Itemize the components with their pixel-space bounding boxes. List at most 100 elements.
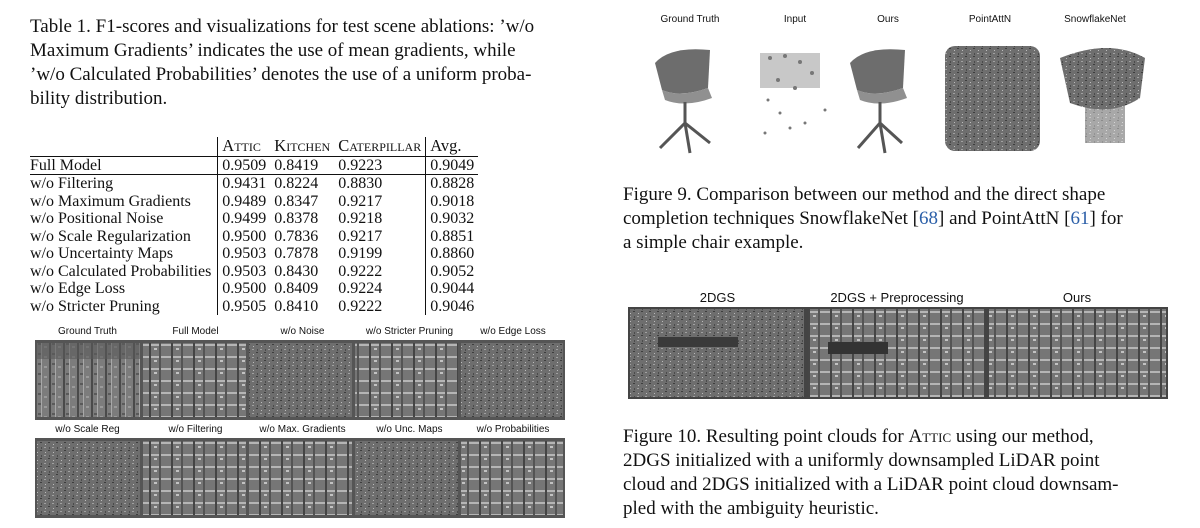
cell: 0.7878 <box>274 245 319 262</box>
ref-snowflakenet-link[interactable]: 68 <box>919 208 939 229</box>
cell: 0.9500 <box>217 280 271 298</box>
fig9-chair-ground-truth <box>655 49 712 154</box>
fig10-caption-line: Figure 10. Resulting point clouds for At… <box>623 426 1094 447</box>
cell: 0.9223 <box>334 156 426 175</box>
fig9-chair-pointattn <box>945 46 1040 151</box>
fig9-caption-line: Figure 9. Comparison between our method … <box>623 184 1106 205</box>
vis-label-bottom: w/o Probabilities <box>476 424 550 435</box>
fig10-caption-line: pled with the ambiguity heuristic. <box>623 498 879 519</box>
cell: 0.8378 <box>274 210 319 227</box>
cell: 0.8347 <box>274 192 319 210</box>
vis-label-bottom: w/o Max. Gradients <box>259 424 346 435</box>
table-row: w/o Calculated Probabilities 0.9503 0.84… <box>30 262 479 280</box>
ref-pointattn-link[interactable]: 61 <box>1070 208 1090 229</box>
row-label: w/o Uncertainty Maps <box>30 245 174 262</box>
ablation-vis-top-strip <box>35 340 565 420</box>
fig10-label: 2DGS + Preprocessing <box>830 290 964 305</box>
row-label: w/o Scale Regularization <box>30 227 191 245</box>
cell: 0.9505 <box>217 297 271 315</box>
cell: 0.8860 <box>425 245 479 263</box>
cell: 0.8430 <box>274 262 319 280</box>
cell: 0.8410 <box>274 297 319 315</box>
cell: 0.8409 <box>274 280 319 297</box>
table1-caption-line: Maximum Gradients’ indicates the use of … <box>30 40 516 61</box>
row-label: w/o Positional Noise <box>30 210 164 227</box>
fig9-label: SnowflakeNet <box>1064 14 1126 25</box>
col-header-caterpillar: Caterpillar <box>334 137 426 157</box>
table1-caption-line: ’w/o Calculated Probabilities’ denotes t… <box>30 64 532 85</box>
vis-thumb-no-edge-loss <box>461 343 563 417</box>
table-row: Full Model 0.9509 0.8419 0.9223 0.9049 <box>30 156 479 175</box>
cell: 0.9018 <box>425 192 479 210</box>
col-header-kitchen: Kitchen <box>270 137 335 157</box>
fig10-label: Ours <box>1062 290 1092 305</box>
vis-thumb-no-unc-maps <box>355 441 458 515</box>
fig10-caption: Figure 10. Resulting point clouds for At… <box>623 425 1171 521</box>
fig9-label: Input <box>783 14 807 25</box>
table1-caption-line: bility distribution. <box>30 88 168 109</box>
table-row: w/o Uncertainty Maps 0.9503 0.7878 0.919… <box>30 245 479 263</box>
fig9-caption: Figure 9. Comparison between our method … <box>623 183 1171 255</box>
table-row: w/o Stricter Pruning 0.9505 0.8410 0.922… <box>30 297 479 315</box>
cell: 0.9503 <box>217 245 271 263</box>
vis-label-top: Ground Truth <box>58 326 117 337</box>
vis-thumb-full-model <box>143 343 246 417</box>
vis-label-bottom: w/o Unc. Maps <box>376 424 443 435</box>
vis-thumb-no-stricter-pruning <box>355 343 458 417</box>
cell: 0.8828 <box>425 174 479 193</box>
table-row: w/o Filtering 0.9431 0.8224 0.8830 0.882… <box>30 174 479 193</box>
row-label: w/o Edge Loss <box>30 280 126 297</box>
ablation-vis-bottom-strip <box>35 438 565 518</box>
cell: 0.9500 <box>217 227 271 245</box>
cell: 0.8419 <box>270 156 335 175</box>
cell: 0.8851 <box>425 227 479 245</box>
table-corner <box>30 137 218 157</box>
cell: 0.9199 <box>338 245 383 262</box>
fig10-pointcloud-comparison <box>628 307 1168 399</box>
row-label: w/o Filtering <box>30 175 114 192</box>
cell: 0.9503 <box>217 262 271 280</box>
col-header-avg: Avg. <box>425 137 479 157</box>
vis-label-bottom: w/o Filtering <box>168 424 223 435</box>
fig10-panel-2dgs <box>630 309 804 397</box>
ablation-table: Attic Kitchen Caterpillar Avg. Full Mode… <box>30 137 479 315</box>
cell: 0.9217 <box>338 192 383 210</box>
vis-label-bottom: w/o Scale Reg <box>55 424 120 435</box>
row-label: w/o Calculated Probabilities <box>30 262 212 280</box>
cell: 0.8224 <box>274 175 319 192</box>
fig10-panel-ours <box>989 309 1166 397</box>
fig9-chair-input <box>760 53 827 135</box>
cell: 0.9222 <box>338 262 383 280</box>
table-row: w/o Maximum Gradients 0.9489 0.8347 0.92… <box>30 192 479 210</box>
cell: 0.9499 <box>217 210 271 228</box>
cell: 0.9052 <box>425 262 479 280</box>
row-label: Full Model <box>30 156 218 175</box>
fig10-caption-line: 2DGS initialized with a uniformly downsa… <box>623 450 1100 471</box>
vis-thumb-no-probabilities <box>461 441 563 515</box>
vis-thumb-no-filtering <box>143 441 246 515</box>
table1-caption: Table 1. F1-scores and visualizations fo… <box>30 15 575 111</box>
fig10-caption-line: cloud and 2DGS initialized with a LiDAR … <box>623 474 1119 495</box>
vis-thumb-no-noise <box>249 343 352 417</box>
fig10-panel-2dgs-preprocessing <box>808 309 985 397</box>
col-header-attic: Attic <box>217 137 271 157</box>
row-label: w/o Stricter Pruning <box>30 297 160 315</box>
fig9-chair-snowflakenet <box>1060 48 1145 143</box>
cell: 0.9218 <box>338 210 383 227</box>
fig9-caption-line: completion techniques SnowflakeNet [68] … <box>623 208 1123 229</box>
vis-label-top: w/o Noise <box>280 326 325 337</box>
cell: 0.9046 <box>425 297 479 315</box>
cell: 0.8830 <box>338 175 383 192</box>
vis-label-top: w/o Edge Loss <box>480 326 546 337</box>
cell: 0.9224 <box>338 280 383 297</box>
fig9-chair-comparison <box>655 46 1145 154</box>
table1-caption-line: Table 1. F1-scores and visualizations fo… <box>30 16 535 37</box>
fig9-label: Ground Truth <box>660 14 720 25</box>
cell: 0.9222 <box>338 297 383 315</box>
fig9-label: Ours <box>877 14 899 25</box>
cell: 0.9032 <box>425 210 479 228</box>
cell: 0.9044 <box>425 280 479 298</box>
vis-label-top: Full Model <box>172 326 219 337</box>
table-row: w/o Scale Regularization 0.9500 0.7836 0… <box>30 227 479 245</box>
vis-thumb-no-scale-reg <box>37 441 140 515</box>
